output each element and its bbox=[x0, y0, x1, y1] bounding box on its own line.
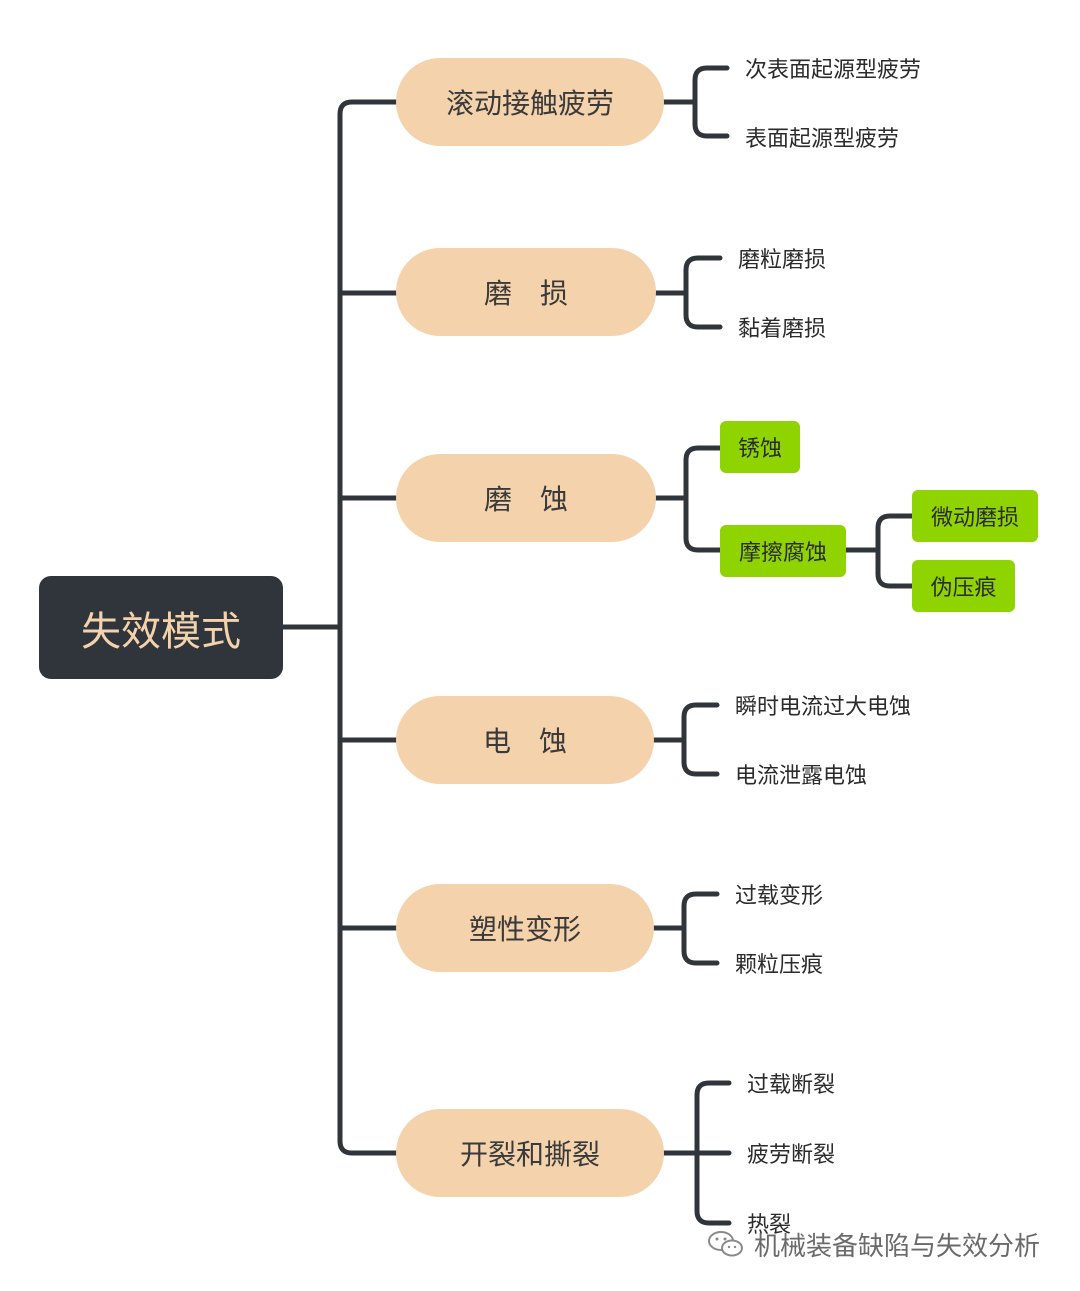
leaf-label: 过载变形 bbox=[735, 884, 824, 909]
connector-b3-children bbox=[653, 445, 723, 553]
leaf-label: 疲劳断裂 bbox=[747, 1143, 836, 1168]
wechat-icon bbox=[708, 1231, 743, 1257]
leaf-node-highlighted[interactable]: 锈蚀 bbox=[720, 421, 800, 473]
branch-label: 磨 损 bbox=[483, 277, 568, 310]
root-label: 失效模式 bbox=[81, 608, 241, 655]
connector-sub-children bbox=[842, 513, 915, 589]
leaf-node-highlighted[interactable]: 摩擦腐蚀 bbox=[720, 525, 846, 577]
leaf-label: 锈蚀 bbox=[737, 437, 782, 462]
connector-trunk bbox=[337, 99, 399, 1156]
leaf-node[interactable]: 疲劳断裂 bbox=[747, 1135, 835, 1171]
connector-b5-children bbox=[651, 891, 720, 966]
branch-node-corrosion-wear[interactable]: 磨 蚀 bbox=[396, 454, 656, 542]
leaf-label: 微动磨损 bbox=[930, 506, 1019, 531]
leaf-node[interactable]: 表面起源型疲劳 bbox=[745, 119, 899, 155]
leaf-label: 瞬时电流过大电蚀 bbox=[735, 695, 912, 720]
branch-label: 电 蚀 bbox=[482, 725, 567, 758]
leaf-label: 表面起源型疲劳 bbox=[745, 127, 900, 152]
branch-label: 滚动接触疲劳 bbox=[445, 87, 614, 120]
leaf-node[interactable]: 电流泄露电蚀 bbox=[735, 756, 867, 792]
leaf-label: 电流泄露电蚀 bbox=[735, 764, 868, 789]
leaf-node[interactable]: 黏着磨损 bbox=[738, 309, 826, 345]
leaf-node[interactable]: 过载断裂 bbox=[747, 1065, 835, 1101]
branch-label: 塑性变形 bbox=[468, 913, 581, 946]
branch-node-cracking-tearing[interactable]: 开裂和撕裂 bbox=[396, 1109, 664, 1197]
leaf-label: 磨粒磨损 bbox=[738, 248, 827, 273]
leaf-node[interactable]: 次表面起源型疲劳 bbox=[745, 50, 921, 86]
watermark: 机械装备缺陷与失效分析 bbox=[706, 1226, 1040, 1262]
sub-leaf-node-highlighted[interactable]: 伪压痕 bbox=[912, 560, 1015, 612]
branch-label: 磨 蚀 bbox=[483, 483, 568, 516]
watermark-text: 机械装备缺陷与失效分析 bbox=[754, 1231, 1041, 1262]
leaf-node[interactable]: 颗粒压痕 bbox=[735, 945, 823, 981]
root-node[interactable]: 失效模式 bbox=[39, 576, 283, 679]
leaf-label: 次表面起源型疲劳 bbox=[745, 58, 922, 83]
connector-b6-children bbox=[661, 1080, 732, 1226]
leaf-label: 颗粒压痕 bbox=[735, 953, 824, 978]
branch-node-wear[interactable]: 磨 损 bbox=[396, 248, 656, 336]
leaf-label: 黏着磨损 bbox=[738, 317, 827, 342]
leaf-node[interactable]: 磨粒磨损 bbox=[738, 240, 826, 276]
leaf-node[interactable]: 瞬时电流过大电蚀 bbox=[735, 687, 911, 723]
branch-node-plastic-deformation[interactable]: 塑性变形 bbox=[396, 884, 654, 972]
leaf-label: 过载断裂 bbox=[747, 1073, 836, 1098]
leaf-label: 摩擦腐蚀 bbox=[738, 541, 827, 566]
leaf-label: 热裂 bbox=[747, 1213, 792, 1238]
connector-b2-children bbox=[653, 255, 723, 330]
sub-leaf-node-highlighted[interactable]: 微动磨损 bbox=[912, 490, 1038, 542]
branch-node-electrical-erosion[interactable]: 电 蚀 bbox=[396, 696, 654, 784]
leaf-node[interactable]: 热裂 bbox=[747, 1205, 791, 1241]
leaf-node[interactable]: 过载变形 bbox=[735, 876, 823, 912]
branch-label: 开裂和撕裂 bbox=[459, 1138, 600, 1171]
branch-node-rolling-contact-fatigue[interactable]: 滚动接触疲劳 bbox=[396, 58, 664, 146]
leaf-label: 伪压痕 bbox=[930, 576, 997, 601]
connector-b1-children bbox=[661, 65, 730, 139]
connector-b4-children bbox=[651, 702, 720, 777]
